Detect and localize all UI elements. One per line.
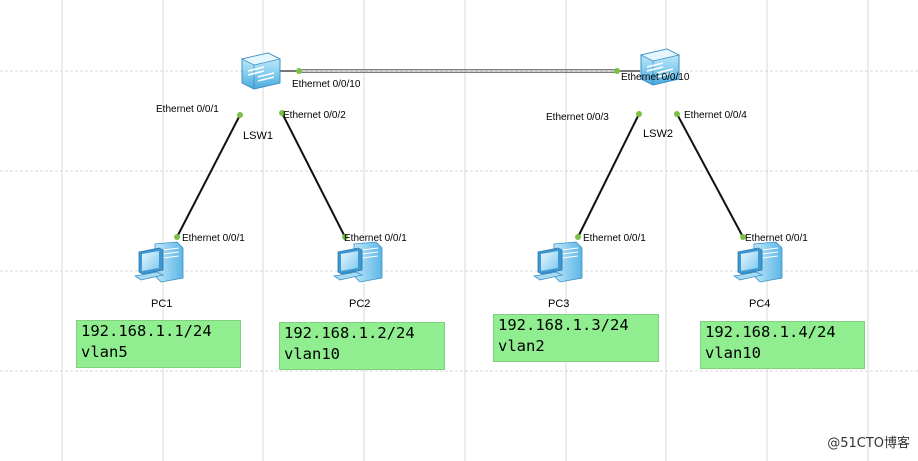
switch-icon[interactable] <box>241 52 281 90</box>
watermark: @51CTO博客 <box>827 436 910 451</box>
pc-label-pc4: PC4 <box>749 298 770 310</box>
pc4-address-note: 192.168.1.4/24 vlan10 <box>700 321 865 369</box>
link-lsw2-pc4 <box>676 113 744 238</box>
link-lsw1-pc2 <box>281 112 346 238</box>
port-label-2-from: Ethernet 0/0/2 <box>283 110 346 121</box>
port-dot-0-to <box>614 68 620 74</box>
port-dot-4-to <box>740 234 746 240</box>
port-label-1-from: Ethernet 0/0/1 <box>156 104 219 115</box>
port-label-1-to: Ethernet 0/0/1 <box>182 233 245 244</box>
port-label-2-to: Ethernet 0/0/1 <box>344 233 407 244</box>
port-dot-1-to <box>174 234 180 240</box>
link-lsw1-pc1 <box>176 114 241 238</box>
port-label-0-from: Ethernet 0/0/10 <box>292 79 361 90</box>
pc-icon[interactable] <box>333 241 383 283</box>
port-dot-4-from <box>674 111 680 117</box>
port-dot-1-from <box>237 112 243 118</box>
port-label-4-to: Ethernet 0/0/1 <box>745 233 808 244</box>
pc-icon[interactable] <box>533 241 583 283</box>
pc2-vlan: vlan10 <box>284 345 340 363</box>
port-dot-3-from <box>636 111 642 117</box>
pc3-ip: 192.168.1.3/24 <box>498 316 629 334</box>
port-dot-2-from <box>279 110 285 116</box>
port-label-3-to: Ethernet 0/0/1 <box>583 233 646 244</box>
pc2-address-note: 192.168.1.2/24 vlan10 <box>279 322 445 370</box>
pc3-address-note: 192.168.1.3/24 vlan2 <box>493 314 659 362</box>
pc4-ip: 192.168.1.4/24 <box>705 323 836 341</box>
switch-label-lsw2: LSW2 <box>643 128 673 140</box>
pc4-vlan: vlan10 <box>705 344 761 362</box>
pc1-ip: 192.168.1.1/24 <box>81 322 212 340</box>
pc2-ip: 192.168.1.2/24 <box>284 324 415 342</box>
pc-icon[interactable] <box>134 241 184 283</box>
pc1-vlan: vlan5 <box>81 343 128 361</box>
port-dot-0-from <box>296 68 302 74</box>
pc-label-pc2: PC2 <box>349 298 370 310</box>
pc-icon[interactable] <box>733 241 783 283</box>
pc1-address-note: 192.168.1.1/24 vlan5 <box>76 320 241 368</box>
links-layer <box>174 68 746 240</box>
devices-layer <box>134 48 783 283</box>
port-dot-3-to <box>575 234 581 240</box>
port-label-0-to: Ethernet 0/0/10 <box>621 72 690 83</box>
link-lsw2-pc3 <box>577 113 640 238</box>
port-dot-2-to <box>342 234 348 240</box>
port-label-4-from: Ethernet 0/0/4 <box>684 110 747 121</box>
port-label-3-from: Ethernet 0/0/3 <box>546 112 609 123</box>
pc3-vlan: vlan2 <box>498 337 545 355</box>
switch-label-lsw1: LSW1 <box>243 130 273 142</box>
pc-label-pc3: PC3 <box>548 298 569 310</box>
pc-label-pc1: PC1 <box>151 298 172 310</box>
